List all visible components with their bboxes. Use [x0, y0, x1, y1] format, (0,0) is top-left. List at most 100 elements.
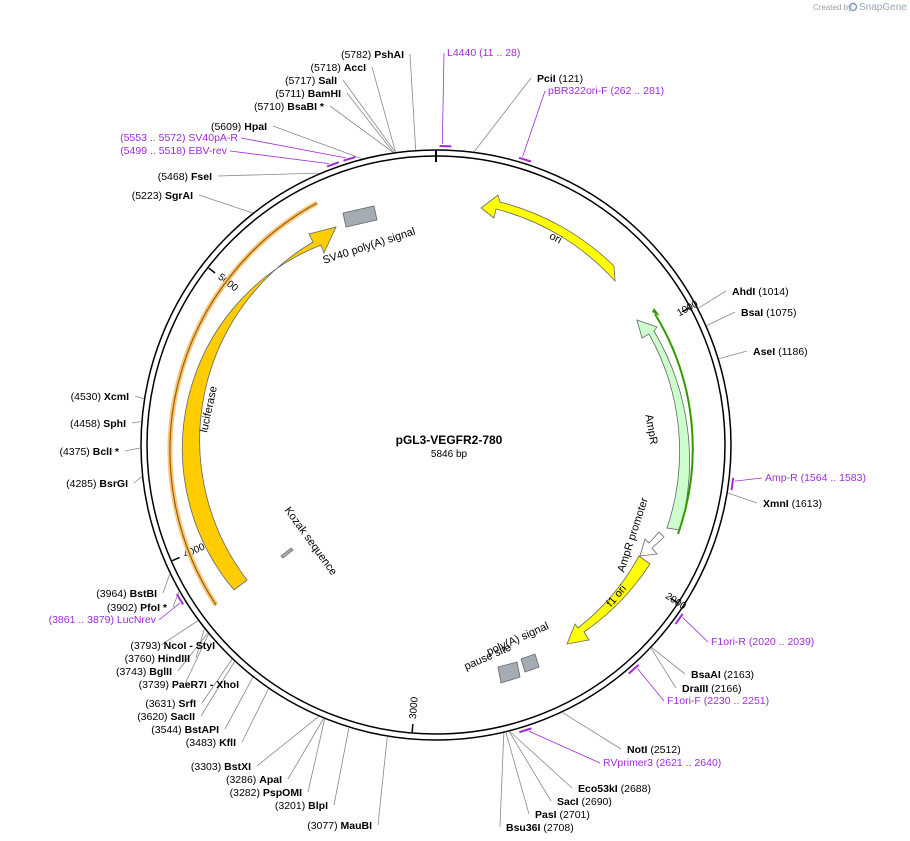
site-name-extra: - XhoI	[207, 679, 239, 691]
site-label[interactable]: (5717) SalI	[285, 75, 337, 87]
site-label[interactable]: (5609) HpaI	[211, 121, 267, 133]
site-leader-line	[177, 633, 208, 672]
site-position: (3286)	[226, 774, 259, 786]
site-leader-line	[195, 628, 205, 659]
site-label[interactable]: XmnI (1613)	[763, 498, 822, 510]
site-label[interactable]: (3964) BstBI	[96, 588, 157, 600]
site-label[interactable]: (3201) BlpI	[275, 800, 328, 812]
site-position: (3201)	[275, 800, 308, 812]
primer-range: (262 .. 281)	[610, 85, 664, 97]
site-name: BstXI	[224, 761, 251, 773]
primer-label[interactable]: F1ori-F (2230 .. 2251)	[667, 695, 769, 707]
primer-range: (2230 .. 2251)	[704, 695, 769, 707]
primer-label[interactable]: (5553 .. 5572) SV40pA-R	[120, 132, 238, 144]
site-position: (5468)	[158, 171, 191, 183]
feature-ampr-promoter-arrow[interactable]	[639, 531, 665, 557]
primer-label[interactable]: (3861 .. 3879) LucNrev	[49, 614, 157, 626]
site-label[interactable]: AseI (1186)	[753, 346, 808, 358]
tick-4000	[171, 556, 180, 562]
site-label[interactable]: (5223) SgrAI	[132, 190, 193, 202]
tick-label-3000: 3000	[408, 696, 421, 720]
site-position: (5223)	[132, 190, 165, 202]
primer-label[interactable]: (5499 .. 5518) EBV-rev	[120, 145, 228, 157]
site-name: PasI	[535, 809, 557, 821]
site-label[interactable]: (5468) FseI	[158, 171, 212, 183]
site-position: (1014)	[755, 286, 788, 298]
site-label[interactable]: (3743) BglII	[116, 666, 172, 678]
site-label[interactable]: (3620) SacII	[137, 711, 195, 723]
site-label[interactable]: BsaAI (2163)	[691, 669, 754, 681]
site-leader-line	[272, 125, 362, 159]
site-label[interactable]: (3544) BstAPI	[151, 724, 219, 736]
site-label[interactable]: PciI (121)	[537, 73, 583, 85]
site-label[interactable]: (3793) NcoI - StyI	[130, 640, 215, 652]
credit-brand: SnapGene	[859, 2, 907, 13]
site-label[interactable]: DraIII (2166)	[682, 683, 742, 695]
feature-ori-arrow[interactable]	[480, 194, 616, 283]
tick-5000	[208, 267, 216, 274]
site-position: (3620)	[137, 711, 170, 723]
primer-label[interactable]: L4440 (11 .. 28)	[447, 47, 520, 59]
site-name: SalI	[318, 75, 337, 87]
primer-label[interactable]: pBR322ori-F (262 .. 281)	[548, 85, 664, 97]
site-label[interactable]: (4458) SphI	[70, 418, 126, 430]
primer-range: (2621 .. 2640)	[656, 757, 721, 769]
tick-label-1000: 1000	[675, 299, 700, 319]
site-name: BsaAI	[691, 669, 721, 681]
site-label[interactable]: (3282) PspOMI	[230, 787, 302, 799]
primer-name: SV40pA-R	[188, 132, 238, 144]
site-position: (1613)	[789, 498, 822, 510]
feature-kozak-box[interactable]	[280, 547, 294, 559]
site-label[interactable]: (3631) SrfI	[145, 698, 196, 710]
site-label[interactable]: (4285) BsrGI	[66, 478, 128, 490]
feature-f1-ori-arrow[interactable]	[566, 555, 651, 645]
site-label[interactable]: (5711) BamHI	[275, 88, 341, 100]
site-label[interactable]: (3760) HindIII	[125, 653, 190, 665]
site-position: (2163)	[721, 669, 754, 681]
credit-prefix: Created by	[813, 3, 852, 12]
primer-name: L4440	[447, 47, 479, 59]
site-label[interactable]: BsaI (1075)	[741, 307, 796, 319]
site-name: SgrAI	[165, 190, 193, 202]
feature-sv40-polya-box[interactable]	[342, 205, 378, 228]
site-label[interactable]: (3077) MauBI	[307, 820, 372, 832]
site-name: SrfI	[178, 698, 196, 710]
site-leader-line	[474, 77, 532, 152]
site-position: (3077)	[307, 820, 340, 832]
site-name-extra: - StyI	[186, 640, 215, 652]
site-label[interactable]: (5718) AccI	[311, 62, 367, 74]
site-leader-line	[307, 719, 325, 793]
site-position: (3631)	[145, 698, 178, 710]
site-label[interactable]: (5782) PshAI	[341, 49, 404, 61]
site-leader-line	[499, 733, 505, 828]
site-position: (2512)	[647, 744, 680, 756]
site-label[interactable]: Eco53kI (2688)	[578, 783, 651, 795]
site-name: AseI	[753, 346, 775, 358]
site-label[interactable]: (3902) PfoI *	[107, 602, 168, 614]
site-label[interactable]: (5710) BsaBI *	[254, 101, 325, 113]
feature-polya-signal-box[interactable]	[497, 661, 521, 684]
feature-luciferase-arrow[interactable]	[182, 226, 337, 591]
site-label[interactable]: (3286) ApaI	[226, 774, 282, 786]
feature-ampr-arrow[interactable]	[636, 319, 690, 531]
site-label[interactable]: (4375) BclI *	[59, 446, 119, 458]
site-label[interactable]: AhdI (1014)	[732, 286, 789, 298]
site-label[interactable]: (4530) XcmI	[71, 391, 129, 403]
plasmid-length: 5846 bp	[431, 449, 468, 460]
primer-label[interactable]: F1ori-R (2020 .. 2039)	[711, 636, 814, 648]
primer-label[interactable]: RVprimer3 (2621 .. 2640)	[603, 757, 721, 769]
site-leader-line	[342, 79, 396, 153]
site-label[interactable]: (3739) PaeR7I - XhoI	[139, 679, 239, 691]
feature-pause-site-box[interactable]	[520, 653, 540, 673]
site-position: (4458)	[70, 418, 103, 430]
site-label[interactable]: NotI (2512)	[627, 744, 681, 756]
site-label[interactable]: SacI (2690)	[557, 796, 612, 808]
site-label[interactable]: PasI (2701)	[535, 809, 590, 821]
tick-3000	[411, 723, 414, 733]
site-label[interactable]: Bsu36I (2708)	[506, 822, 574, 834]
site-label[interactable]: (3483) KflI	[186, 737, 236, 749]
site-label[interactable]: (3303) BstXI	[191, 761, 251, 773]
site-leader-line	[184, 634, 209, 685]
primer-label[interactable]: Amp-R (1564 .. 1583)	[765, 472, 866, 484]
